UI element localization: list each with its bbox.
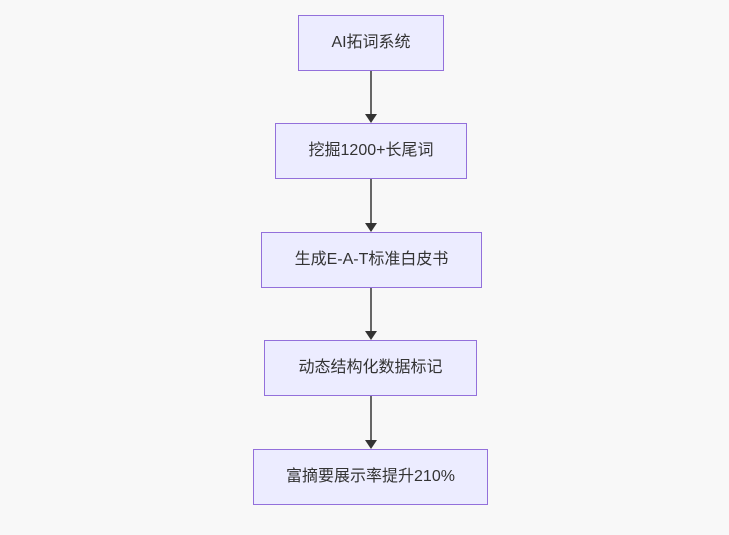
edge-connector-4 — [370, 396, 372, 440]
arrowhead-down-icon — [365, 114, 377, 123]
edge-connector-3 — [370, 288, 372, 331]
edge-connector-1 — [370, 71, 372, 114]
arrowhead-down-icon — [365, 331, 377, 340]
node-rich-snippet-rate-increase: 富摘要展示率提升210% — [253, 449, 488, 505]
node-eat-whitepaper-generation: 生成E-A-T标准白皮书 — [261, 232, 482, 288]
node-label: 挖掘1200+长尾词 — [308, 142, 434, 160]
edge-connector-2 — [370, 179, 372, 223]
arrowhead-down-icon — [365, 223, 377, 232]
node-label: 生成E-A-T标准白皮书 — [294, 251, 449, 269]
node-label: 动态结构化数据标记 — [298, 359, 443, 377]
node-ai-word-expansion-system: AI拓词系统 — [298, 15, 444, 71]
node-dynamic-structured-data-markup: 动态结构化数据标记 — [264, 340, 477, 396]
node-label: 富摘要展示率提升210% — [286, 468, 455, 486]
node-label: AI拓词系统 — [331, 34, 411, 52]
node-longtail-keyword-mining: 挖掘1200+长尾词 — [275, 123, 467, 179]
arrowhead-down-icon — [365, 440, 377, 449]
